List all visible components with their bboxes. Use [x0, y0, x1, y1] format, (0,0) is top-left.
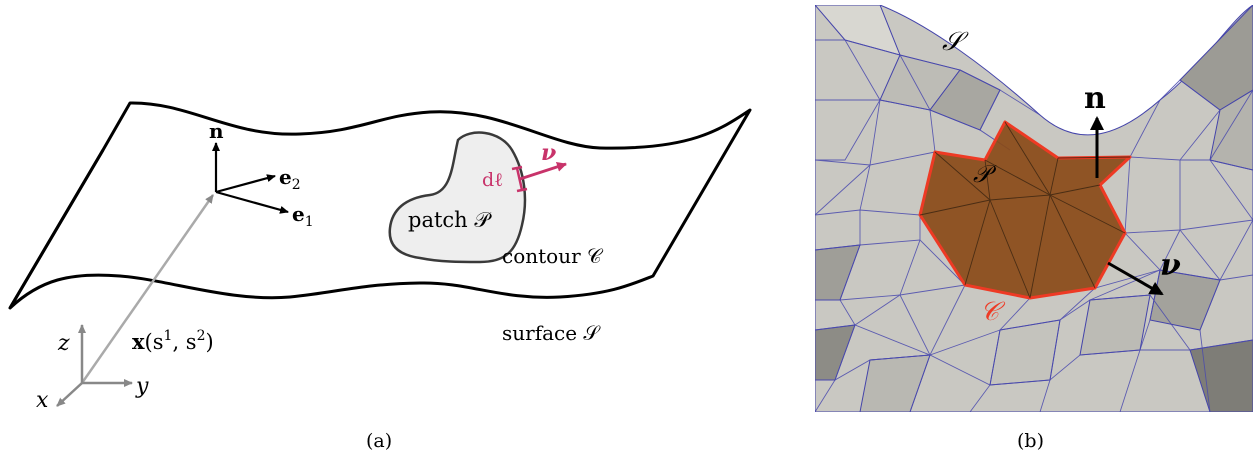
nu-arrow [519, 162, 567, 181]
surface-left-edge [8, 149, 105, 309]
e2-arrow [215, 174, 276, 194]
normal-label-b: n [1084, 81, 1106, 116]
patch-triangulation [919, 121, 1131, 299]
patch-shape [388, 131, 527, 264]
panel-a: n e2 e1 x(s1, s2) patch 𝒫 dℓ ν contour 𝒞… [8, 101, 752, 452]
e1-arrow [215, 190, 289, 214]
e1-label: e1 [292, 202, 314, 230]
patch-region [918, 120, 1132, 300]
nu-label-b: ν [1160, 248, 1181, 283]
caption-b: (b) [1017, 430, 1044, 452]
patch-label: patch 𝒫 [408, 208, 492, 232]
axis-x-arrow [56, 382, 83, 407]
contour-label: contour 𝒞 [502, 244, 604, 268]
dl-label: dℓ [482, 169, 503, 191]
position-vector [80, 194, 215, 384]
surface-label: surface 𝒮 [502, 321, 601, 345]
axis-y-label: y [135, 374, 149, 399]
axis-x-label: x [36, 388, 49, 413]
surface-sheet [8, 101, 752, 310]
axis-z-label: z [57, 331, 70, 356]
position-label: x(s1, s2) [132, 328, 214, 354]
e2-label: e2 [279, 165, 301, 193]
panel-b: 𝒮 n 𝒫 ν 𝒞 (b) [815, 5, 1253, 452]
normal-label: n [209, 119, 224, 143]
mesh-shading [815, 5, 1253, 412]
nu-label: ν [541, 140, 556, 166]
dl-tick-top [511, 165, 523, 171]
nu-arrow-b [1107, 261, 1164, 296]
caption-a: (a) [366, 430, 392, 452]
dl-tick-bottom [516, 187, 528, 193]
dl-segment [515, 167, 524, 191]
